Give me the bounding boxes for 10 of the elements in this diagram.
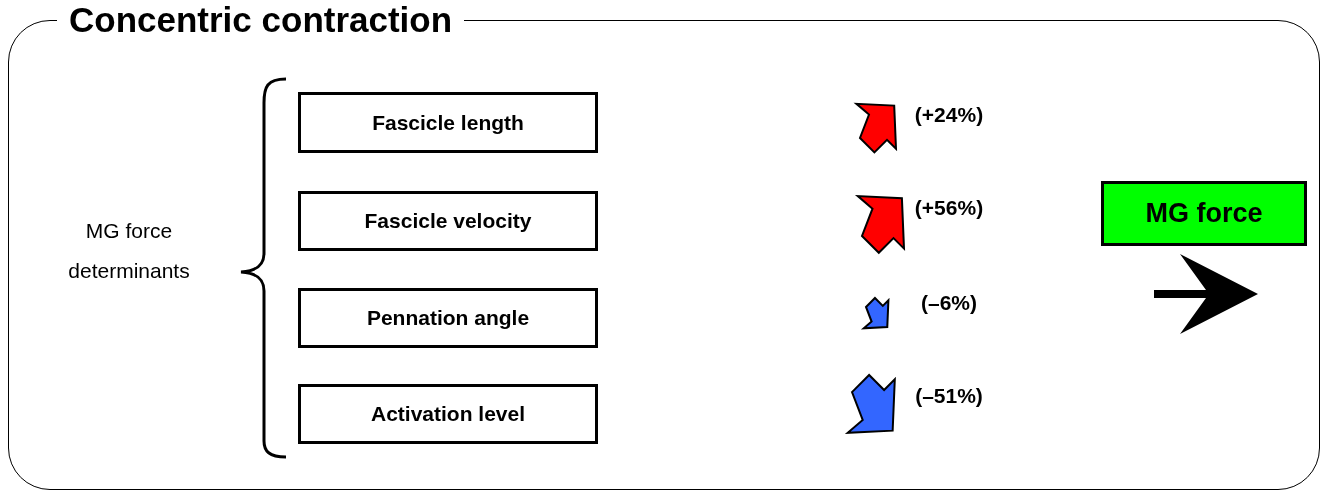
group-label: MG force determinants [67, 218, 191, 284]
factor-box: Fascicle length [298, 92, 598, 153]
percent-label: (+56%) [913, 195, 985, 221]
percent-label: (–6%) [920, 290, 978, 316]
factor-box: Fascicle velocity [298, 191, 598, 251]
output-box: MG force [1101, 181, 1307, 246]
factor-box: Pennation angle [298, 288, 598, 348]
percent-label: (–51%) [914, 383, 984, 409]
percent-label: (+24%) [913, 102, 985, 128]
factor-box: Activation level [298, 384, 598, 444]
